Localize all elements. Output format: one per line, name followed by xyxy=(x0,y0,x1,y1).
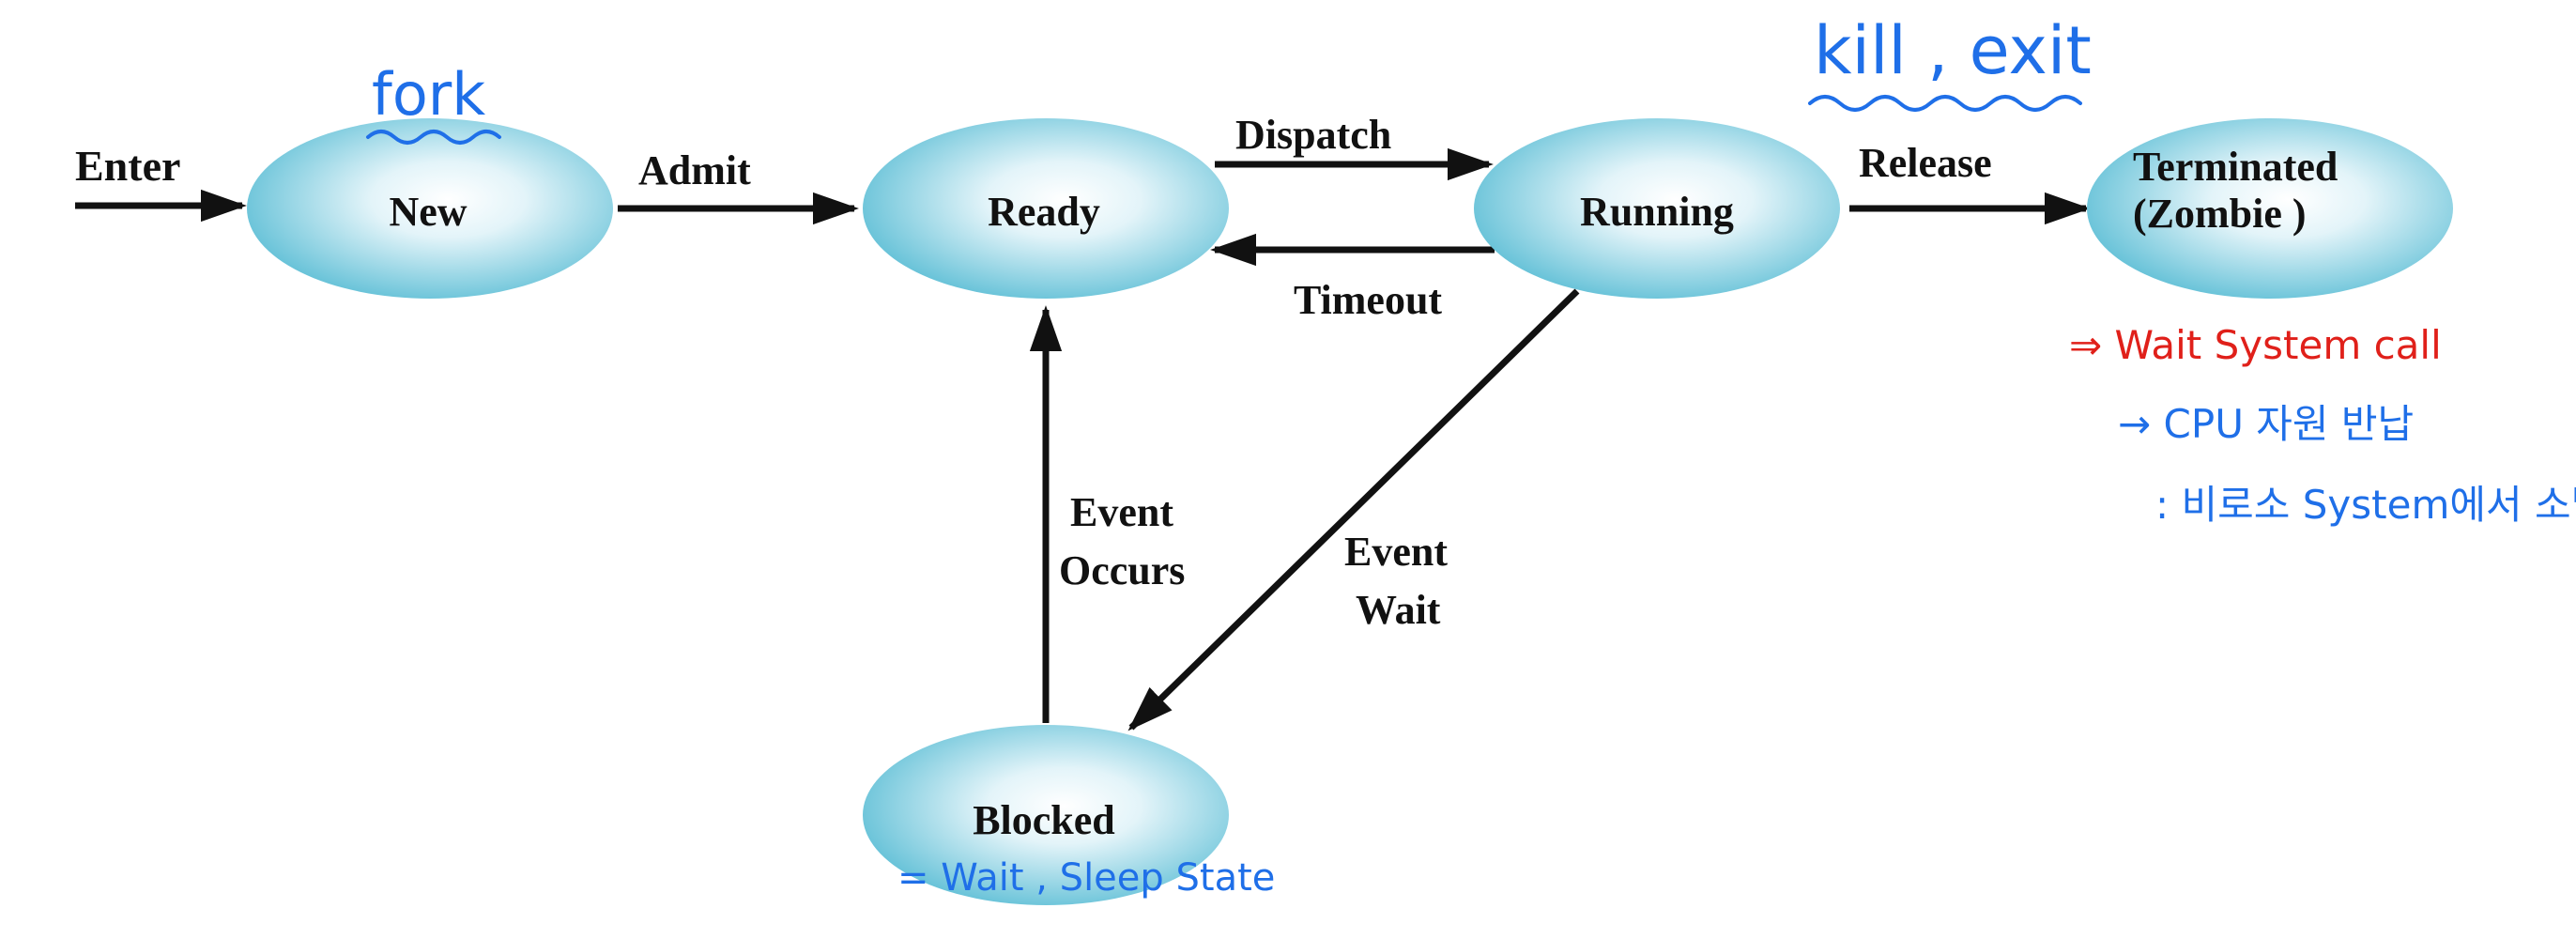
state-running-ellipse xyxy=(1474,118,1840,299)
state-blocked-label: Blocked xyxy=(973,797,1115,843)
remove-from-system-note: : 비로소 System에서 소멸 xyxy=(2155,482,2576,528)
blocked-state-note: = Wait , Sleep State xyxy=(897,856,1275,900)
state-terminated-label: Terminated xyxy=(2133,144,2338,190)
event-wait-label-line2: Wait xyxy=(1356,587,1441,633)
cpu-return-note: → CPU 자원 반납 xyxy=(2118,401,2414,447)
event-wait-label-line1: Event xyxy=(1344,529,1448,575)
kill-exit-annotation: kill , exit xyxy=(1814,12,2092,89)
fork-annotation: fork xyxy=(372,60,485,129)
fork-underline-squiggle xyxy=(366,130,501,145)
event-occurs-label-line2: Occurs xyxy=(1059,547,1185,593)
wait-system-call-note: ⇒ Wait System call xyxy=(2069,322,2442,368)
state-new-ellipse xyxy=(247,118,613,299)
event-wait-arrow xyxy=(1127,288,1580,731)
timeout-label: Timeout xyxy=(1294,277,1442,323)
dispatch-label: Dispatch xyxy=(1235,112,1391,158)
event-occurs-label-line1: Event xyxy=(1070,489,1173,535)
state-ready-label: Ready xyxy=(988,189,1100,235)
state-terminated-ellipse xyxy=(2087,118,2453,299)
state-running-label: Running xyxy=(1580,189,1734,235)
state-zombie-label: (Zombie ) xyxy=(2133,191,2307,237)
state-blocked-ellipse xyxy=(863,725,1229,905)
state-ready-ellipse xyxy=(863,118,1229,299)
release-label: Release xyxy=(1859,140,1992,186)
kill-exit-underline-squiggle xyxy=(1808,95,2082,112)
enter-label: Enter xyxy=(75,142,180,190)
admit-label: Admit xyxy=(638,147,751,193)
state-new-label: New xyxy=(389,189,467,235)
